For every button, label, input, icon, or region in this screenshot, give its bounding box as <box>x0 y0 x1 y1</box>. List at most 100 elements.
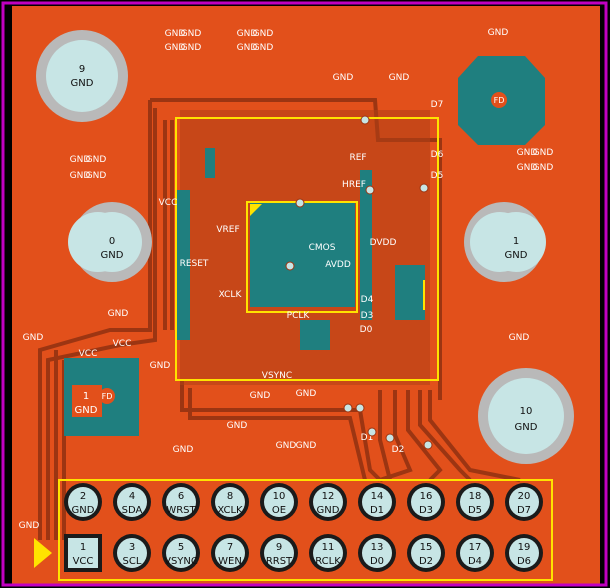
header-pin-num: 3 <box>129 542 135 553</box>
net-label: GND <box>23 333 44 343</box>
mount-hole-1-num: 1 <box>513 236 519 247</box>
net-label: D5 <box>431 171 444 181</box>
mount-hole-10: 10 GND <box>478 368 574 464</box>
net-label: VCC <box>113 339 132 349</box>
net-label: GND <box>237 43 258 53</box>
header-pin-net: D5 <box>468 505 482 516</box>
vias <box>285 115 433 450</box>
header-pin-net: WEN <box>218 556 242 567</box>
header-pin-num: 16 <box>420 491 433 502</box>
header-pin-num: 13 <box>371 542 384 553</box>
header-pin-net: VSYNC <box>164 556 198 567</box>
header-pin-num: 9 <box>276 542 282 553</box>
header-pin-net: WRST <box>166 505 196 516</box>
net-label: GND <box>276 441 297 451</box>
header-pin-net: D4 <box>468 556 482 567</box>
pin1-marker <box>34 538 52 568</box>
header-pin-num: 4 <box>129 491 135 502</box>
net-label: GND <box>296 441 317 451</box>
header-pin-net: SDA <box>122 505 143 516</box>
net-label: GND <box>237 29 258 39</box>
header-pin-num: 15 <box>420 542 433 553</box>
net-label: GND <box>86 155 107 165</box>
header-connector: 2GND4SDA6WRST8XCLK10OE12GND14D116D318D52… <box>64 483 543 572</box>
net-label: D1 <box>361 433 374 443</box>
header-pin-num: 14 <box>371 491 384 502</box>
net-label: GND <box>250 391 271 401</box>
mount-hole-9: 9 GND <box>36 30 128 122</box>
net-label: D4 <box>361 295 374 305</box>
net-label: GND <box>517 148 538 158</box>
net-label: CMOS <box>309 243 336 253</box>
net-label: GND <box>181 29 202 39</box>
header-pin-num: 1 <box>80 542 86 553</box>
net-label: D0 <box>360 325 373 335</box>
net-label: GND <box>533 163 554 173</box>
net-label: AVDD <box>325 260 351 270</box>
net-label: D7 <box>431 100 444 110</box>
net-label: GND <box>389 73 410 83</box>
header-pin-num: 5 <box>178 542 184 553</box>
net-label: PCLK <box>287 311 311 321</box>
net-label: GND <box>70 155 91 165</box>
net-label: HREF <box>342 180 366 190</box>
net-label: D6 <box>431 150 444 160</box>
small-cap-num: 1 <box>83 391 89 402</box>
header-pin-num: 2 <box>80 491 86 502</box>
net-label: D3 <box>361 311 374 321</box>
mount-hole-1: 1 GND <box>464 202 546 282</box>
header-pin-num: 6 <box>178 491 184 502</box>
net-label: GND <box>509 333 530 343</box>
net-label: GND <box>165 29 186 39</box>
net-label: GND <box>181 43 202 53</box>
mount-hole-0-num: 0 <box>109 236 115 247</box>
net-label: VREF <box>216 225 239 235</box>
header-pin-num: 18 <box>469 491 482 502</box>
net-label: D2 <box>392 445 405 455</box>
header-pin-num: 20 <box>518 491 531 502</box>
net-label: GND <box>86 171 107 181</box>
net-label: GND <box>253 43 274 53</box>
header-pin-num: 12 <box>322 491 335 502</box>
net-label: GND <box>253 29 274 39</box>
header-pin-net: RRST <box>266 556 293 567</box>
net-label: DVDD <box>370 238 397 248</box>
net-label: GND <box>517 163 538 173</box>
fiducial-left: FD <box>99 388 115 404</box>
header-pin-net: RCLK <box>315 556 341 567</box>
mount-hole-9-num: 9 <box>79 64 85 75</box>
header-pin-net: VCC <box>73 556 94 567</box>
header-pin-net: D0 <box>370 556 384 567</box>
mount-hole-10-net: GND <box>515 422 538 433</box>
header-pin-net: GND <box>317 505 340 516</box>
fiducial-left-label: FD <box>102 392 113 401</box>
net-label: GND <box>19 521 40 531</box>
net-label: RESET <box>180 259 209 269</box>
net-label: REF <box>349 153 366 163</box>
header-pin-net: D7 <box>517 505 531 516</box>
header-pin-num: 10 <box>273 491 286 502</box>
header-pin-net: GND <box>72 505 95 516</box>
header-pin-net: D6 <box>517 556 531 567</box>
header-pin-net: XCLK <box>217 505 243 516</box>
header-pin-num: 7 <box>227 542 233 553</box>
net-label: GND <box>296 389 317 399</box>
header-pin-net: D1 <box>370 505 384 516</box>
net-label: VCC <box>159 198 178 208</box>
net-label: VSYNC <box>262 371 292 381</box>
